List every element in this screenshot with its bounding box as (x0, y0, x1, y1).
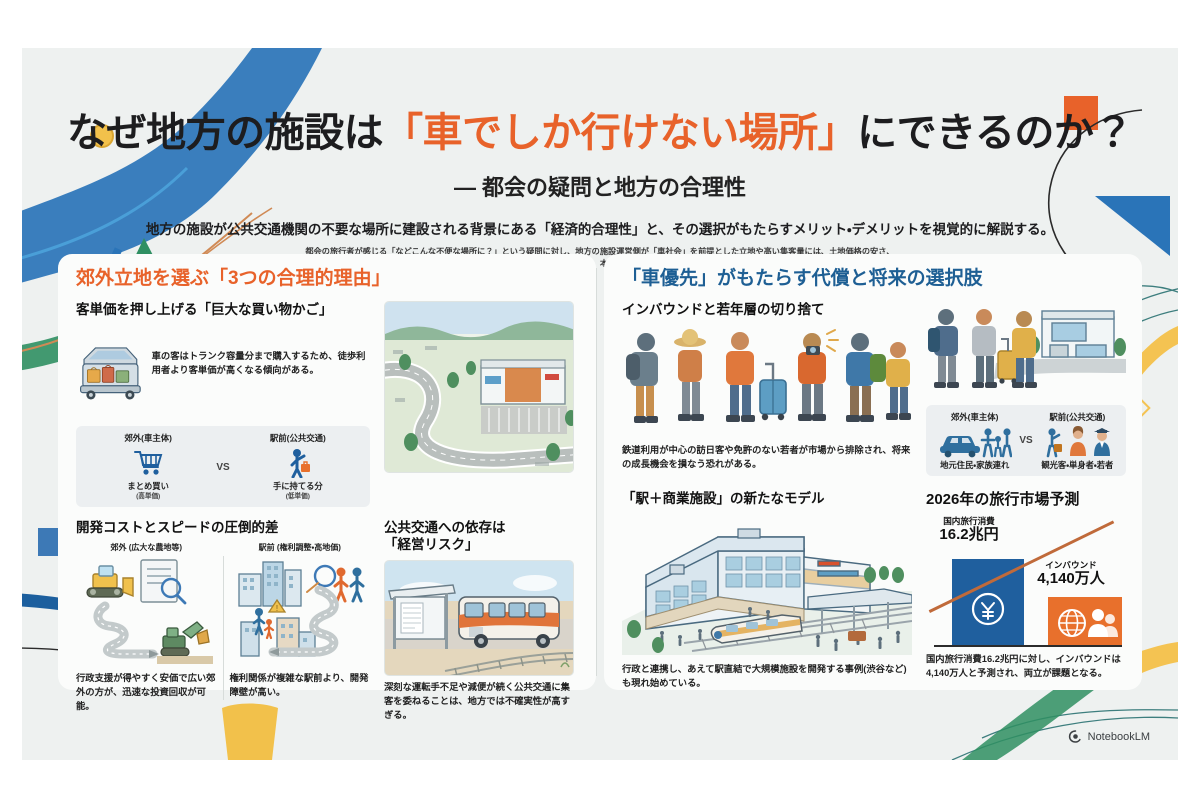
travelers-roadside-store-illustration (926, 300, 1126, 401)
right-section-2-body: 行政と連携し、あえて駅直結で大規模施設を開発する事例(渋谷など)も現れ始めている… (622, 664, 907, 689)
right-section-1: インバウンドと若年層の切り捨て (622, 300, 1126, 476)
excavator (160, 621, 210, 657)
right-section-1-side: 郊外(車主体) (926, 300, 1126, 476)
right-section-1-body: 鉄道利用が中心の訪日客や免許のない若者が市場から排除され、将来の成長機会を損なう… (622, 445, 911, 470)
left-section-3-title: 公共交通への依存は 「経営リスク」 (384, 519, 574, 554)
notebooklm-icon (1068, 730, 1081, 743)
vs-left-subcaption: (高単価) (136, 493, 161, 501)
dev-cost-suburb-heading: 郊外 (広大な農地等) (110, 543, 183, 553)
right-section-2-3: 「駅＋商業施設」の新たなモデル (622, 490, 1124, 691)
left-section-3-title-line2: 「経営リスク」 (384, 537, 479, 553)
suburban-store-illustration (384, 300, 574, 473)
dev-cost-suburb-column: 郊外 (広大な農地等) (76, 542, 217, 713)
dev-cost-station-body: 権利関係が複雑な駅前より、開発障壁が高い。 (229, 673, 369, 697)
globe-people-icon (1058, 609, 1118, 638)
chart-domestic-label: 国内旅行消費 16.2兆円 (914, 515, 1024, 544)
vs-right-caption: 手に持てる分 (272, 481, 323, 492)
left-section-3-title-line1: 公共交通への依存は (384, 519, 506, 535)
travel-market-chart: 国内旅行消費 16.2兆円 インバウンド 4,140万人 (926, 515, 1126, 648)
yen-coin-icon (971, 593, 1005, 626)
car-and-family-icon (939, 428, 1012, 458)
infographic-poster: なぜ地方の施設は「車でしか行けない場所」にできるのか？ — 都会の疑問と地方の合… (22, 48, 1178, 760)
vs-label: VS (216, 461, 230, 473)
parent-child (252, 608, 274, 640)
chart-bar-domestic (952, 559, 1024, 646)
left-section-1-title: 客単価を押し上げる「巨大な買い物かご」 (76, 301, 333, 317)
vs-left-column: 郊外(車主体) (84, 432, 212, 502)
tourists-with-luggage-illustration (626, 329, 911, 424)
fineprint-line-2: 施設性の優ま、そして公共交通の衰退という現実的な背景があります。本資料では、その… (339, 258, 861, 268)
chart-bar-inbound (1048, 597, 1122, 646)
station-complex-illustration (622, 513, 913, 660)
vs-left-caption: まとめ買い (127, 481, 169, 492)
right-vs-comparison: 郊外(車主体) (926, 404, 1126, 476)
chart-domestic-value: 16.2兆円 (939, 526, 999, 544)
left-section-2: 開発コストとスピードの圧倒的差 郊外 (広大な農地等) (76, 519, 370, 723)
page-fineprint: 都会の旅行者が感じる「などこんな不便な場所に？」という疑問に対し、地方の施設運営… (22, 246, 1178, 269)
dev-cost-divider (222, 556, 224, 700)
chart-baseline-axis (934, 645, 1122, 648)
city-buildings-negotiation-icon: ! (238, 561, 365, 657)
bulldozer (86, 565, 134, 598)
chart-inbound-label: インバウンド 4,140万人 (1016, 559, 1126, 588)
right-panel-heading: 「車優先」がもたらす代償と将来の選択肢 (622, 268, 983, 289)
panel-divider (596, 268, 597, 676)
chart-inbound-value: 4,140万人 (1037, 570, 1105, 588)
left-section-2-3: 開発コストとスピードの圧倒的差 郊外 (広大な農地等) (76, 519, 578, 723)
right-vs-right-heading: 駅前(公共交通) (1049, 411, 1106, 422)
right-section-3-body: 国内旅行消費16.2兆円に対し、インバウンドは4,140万人と予測され、両立が課… (926, 654, 1121, 679)
person-with-bag-icon (290, 449, 310, 479)
right-section-2: 「駅＋商業施設」の新たなモデル (622, 490, 913, 691)
left-vs-comparison: 郊外(車主体) (76, 426, 370, 507)
right-vs-right-column: 駅前(公共交通) (1037, 411, 1118, 471)
title-part-pre: なぜ地方の施設は (67, 111, 384, 155)
tourist-student-icon (1047, 425, 1111, 458)
page-title: なぜ地方の施設は「車でしか行けない場所」にできるのか？ (22, 110, 1178, 156)
vs-right-subcaption: (低単価) (285, 493, 310, 501)
chart-domestic-name: 国内旅行消費 (943, 516, 995, 527)
dev-cost-station-column: 駅前 (権利調整・高地価) (230, 542, 371, 713)
brand-footer: NotebookLM (1068, 729, 1150, 744)
left-panel-heading: 郊外立地を選ぶ「3つの合理的理由」 (76, 268, 391, 289)
right-section-3: 2026年の旅行市場予測 国内旅行消費 16.2兆円 インバウンド 4,140万… (926, 490, 1126, 691)
dev-cost-station-heading: 駅前 (権利調整・高地価) (258, 543, 341, 553)
brand-label: NotebookLM (1087, 730, 1150, 743)
poster-header: なぜ地方の施設は「車でしか行けない場所」にできるのか？ — 都会の疑問と地方の合… (22, 48, 1178, 269)
title-part-highlight: 「車でしか行けない場所」 (383, 111, 858, 155)
left-panel: 郊外立地を選ぶ「3つの合理的理由」 客単価を押し上げる「巨大な買い物かご」 (58, 254, 596, 720)
dev-cost-suburb-body: 行政支援が得やすく安価で広い郊外の方が、迅速な投資回収が可能。 (76, 673, 216, 711)
left-section-3: 公共交通への依存は 「経営リスク」 (384, 519, 574, 723)
right-panel: 「車優先」がもたらす代償と将来の選択肢 インバウンドと若年層の切り捨て (604, 254, 1142, 690)
car-trunk-shopping-bags-icon (80, 347, 141, 400)
title-part-post: にできるのか？ (857, 111, 1133, 155)
right-vs-left-column: 郊外(車主体) (934, 411, 1015, 471)
rail-track (444, 652, 573, 675)
vs-right-heading: 駅前(公共交通) (269, 433, 326, 444)
chart-inbound-name: インバウンド (1045, 560, 1097, 571)
chart-title: 2026年の旅行市場予測 (926, 490, 1080, 508)
right-vs-right-caption: 観光客・単身者・若者 (1041, 459, 1114, 470)
bus-stop-illustration (384, 560, 574, 676)
right-section-1-title: インバウンドと若年層の切り捨て (622, 301, 825, 317)
left-section-3-body: 深刻な運転手不足や減便が続く公共交通に集客を委ねることは、地方では不確実性が高す… (384, 682, 570, 720)
right-section-2-title: 「駅＋商業施設」の新たなモデル (622, 490, 825, 506)
bus-shelter (388, 584, 456, 649)
right-vs-left-heading: 郊外(車主体) (950, 411, 999, 422)
svg-text:!: ! (276, 604, 278, 613)
bulldozer-document-icon (86, 559, 214, 665)
left-section-1-body: 車の客はトランク容量分まで購入するため、徒歩利用者より客単価が高くなる傾向がある… (151, 351, 366, 376)
left-section-2-title: 開発コストとスピードの圧倒的差 (76, 519, 279, 535)
page-lead-text: 地方の施設が公共交通機関の不要な場所に建設される背景にある「経済的合理性」と、そ… (145, 222, 1055, 237)
right-vs-left-caption: 地元住民・家族連れ (940, 459, 1010, 470)
bus (458, 596, 560, 648)
left-section-1: 客単価を押し上げる「巨大な買い物かご」 (76, 300, 578, 507)
page-subtitle: — 都会の疑問と地方の合理性 (453, 175, 747, 200)
fineprint-line-1: 都会の旅行者が感じる「などこんな不便な場所に？」という疑問に対し、地方の施設運営… (305, 247, 895, 256)
people-pair (333, 567, 365, 603)
right-vs-label: VS (1019, 435, 1033, 447)
vs-left-heading: 郊外(車主体) (124, 433, 172, 444)
vs-right-column: 駅前(公共交通) 手に持てる分 (低単価) (234, 432, 362, 502)
shopping-cart-icon (134, 451, 163, 475)
